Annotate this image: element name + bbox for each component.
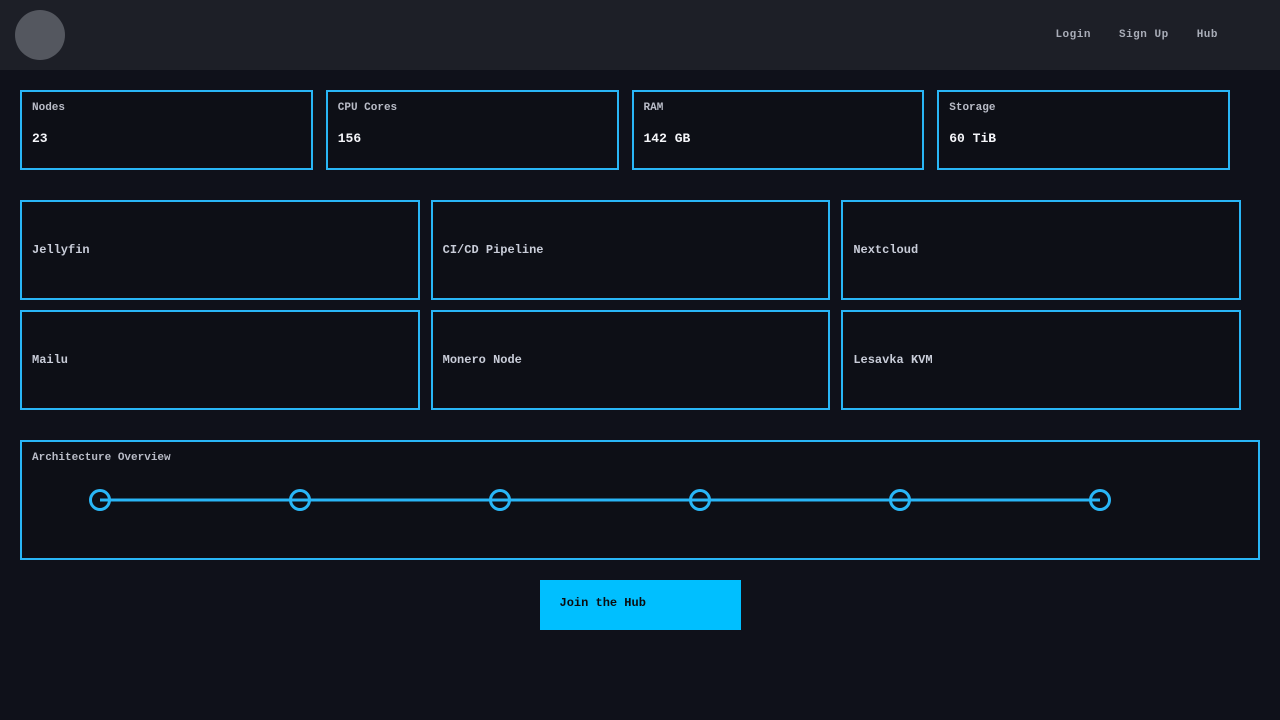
service-name: Mailu [32,353,69,367]
service-card-mailu[interactable]: Mailu [20,310,420,410]
stat-value: 142 GB [643,131,691,146]
nav-hub-link[interactable]: Hub [1196,29,1218,41]
architecture-node-icon [1089,489,1111,511]
service-name: Lesavka KVM [853,353,933,367]
stat-value: 156 [337,131,362,146]
stat-label: RAM [643,102,664,114]
stat-card-nodes: Nodes 23 [20,90,313,170]
architecture-node-icon [89,489,111,511]
service-name: Jellyfin [32,243,90,257]
architecture-node-icon [289,489,311,511]
service-card-lesavka-kvm[interactable]: Lesavka KVM [841,310,1241,410]
architecture-node-icon [689,489,711,511]
architecture-overview-card: Architecture Overview [20,440,1260,560]
architecture-diagram [89,489,1111,511]
service-card-monero-node[interactable]: Monero Node [430,310,831,410]
stat-label: Nodes [32,102,66,114]
service-card-nextcloud[interactable]: Nextcloud [841,200,1241,300]
stat-card-cpu-cores: CPU Cores 156 [325,90,619,170]
architecture-node-icon [489,489,511,511]
avatar[interactable] [15,10,65,60]
services-grid: Jellyfin CI/CD Pipeline Nextcloud Mailu … [20,200,1241,410]
service-name: Nextcloud [853,243,919,257]
stats-row: Nodes 23 CPU Cores 156 RAM 142 GB Storag… [20,90,1230,170]
join-hub-button[interactable]: Join the Hub [539,580,741,630]
nav-signup-link[interactable]: Sign Up [1118,29,1169,41]
architecture-node-icon [889,489,911,511]
service-card-jellyfin[interactable]: Jellyfin [20,200,420,300]
stat-card-ram: RAM 142 GB [631,90,925,170]
cta-row: Join the Hub [0,580,1280,630]
stat-label: Storage [949,102,996,114]
stat-value: 60 TiB [949,131,997,146]
stat-value: 23 [32,131,48,146]
service-name: CI/CD Pipeline [442,243,544,257]
service-card-cicd-pipeline[interactable]: CI/CD Pipeline [430,200,831,300]
stat-label: CPU Cores [337,102,398,114]
header: Login Sign Up Hub [0,0,1280,70]
architecture-title: Architecture Overview [32,452,171,464]
nav-login-link[interactable]: Login [1055,29,1091,41]
header-nav: Login Sign Up Hub [1055,29,1218,41]
service-name: Monero Node [442,353,522,367]
stat-card-storage: Storage 60 TiB [937,90,1230,170]
